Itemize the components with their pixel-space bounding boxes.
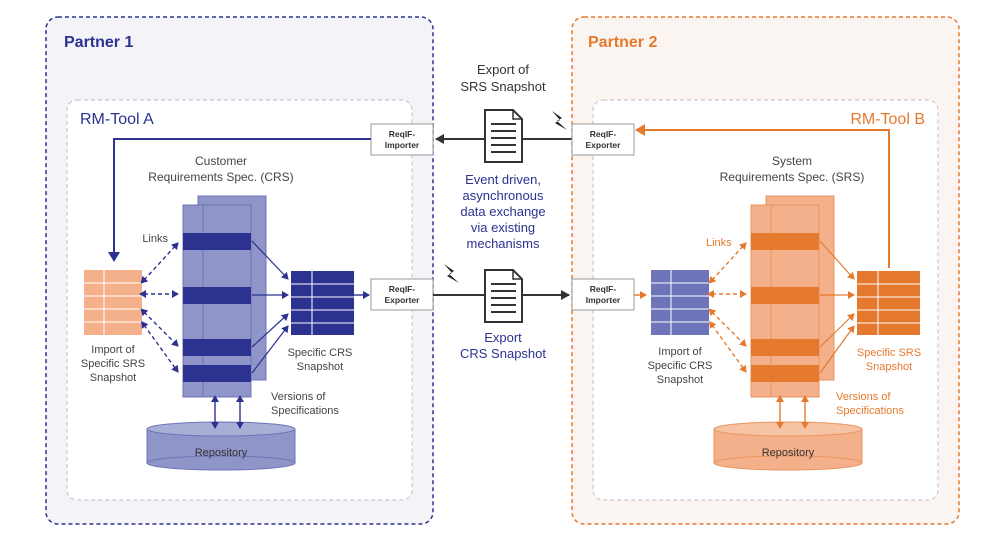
specific-crs-label-1: Specific CRS [288,347,353,359]
export-srs-label-2: SRS Snapshot [460,79,546,94]
reqif-importer-a [370,123,434,156]
crs-label-1: Customer [195,154,247,168]
importer-b-label-2: Importer [586,295,621,305]
importer-a-flow [108,138,371,262]
lightning-icon-bottom [444,264,459,283]
rm-tool-b-title: RM-Tool B [850,111,925,128]
versions-b-label-2: Specifications [836,405,904,417]
partner2-title: Partner 2 [588,34,657,51]
import-crs-label-2: Specific CRS [648,360,713,372]
import-crs-label-3: Snapshot [657,374,703,386]
crs-label-2: Requirements Spec. (CRS) [148,170,293,184]
srs-label-1: System [772,154,812,168]
links-label-a: Links [142,233,168,245]
importer-a-label-1: ReqIF- [389,129,416,139]
export-crs-label-1: Export [484,330,522,345]
event-label-1: Event driven, [465,172,541,187]
specific-crs-label-2: Snapshot [297,361,343,373]
exporter-a-label-1: ReqIF- [389,284,416,294]
repository-b [713,421,863,471]
event-label-3: data exchange [460,204,545,219]
svg-text:ReqIF-Importer: ReqIF-Importer [586,284,621,305]
versions-a-label-2: Specifications [271,405,339,417]
specific-crs-table [291,271,354,335]
versions-a-label-1: Versions of [271,391,326,403]
event-label-2: asynchronous [463,188,544,203]
exporter-b-label-2: Exporter [586,140,622,150]
repository-b-label: Repository [762,447,815,459]
repository-a [146,421,296,471]
import-srs-label-1: Import of [91,344,135,356]
import-srs-table [84,270,142,335]
exporter-b-label-1: ReqIF- [590,129,617,139]
reqif-exporter-a [370,278,434,311]
export-srs-label-1: Export of [477,62,529,77]
exporter-b-flow [635,124,890,268]
event-label-5: mechanisms [467,236,540,251]
import-srs-label-2: Specific SRS [81,358,145,370]
versions-b-label-1: Versions of [836,391,891,403]
import-srs-label-3: Snapshot [90,372,136,384]
export-crs-label-2: CRS Snapshot [460,346,546,361]
rm-tool-a-title: RM-Tool A [80,111,154,128]
import-crs-label-1: Import of [658,346,702,358]
srs-document-icon [484,109,523,163]
reqif-exporter-b [571,123,635,156]
repository-a-label: Repository [195,447,248,459]
crs-document-icon [484,269,523,323]
import-crs-table [651,270,709,335]
importer-a-label-2: Importer [385,140,420,150]
specific-srs-label-1: Specific SRS [857,347,921,359]
srs-label-2: Requirements Spec. (SRS) [720,170,865,184]
svg-text:ReqIF-Importer: ReqIF-Importer [385,129,420,150]
svg-text:ReqIF-Exporter: ReqIF-Exporter [385,284,421,305]
importer-b-label-1: ReqIF- [590,284,617,294]
specific-srs-table [857,271,920,335]
reqif-importer-b [571,278,635,311]
exporter-a-label-2: Exporter [385,295,421,305]
lightning-icon-top [552,111,567,130]
svg-text:ReqIF-Exporter: ReqIF-Exporter [586,129,622,150]
links-label-b: Links [706,237,732,249]
event-label-4: via existing [471,220,535,235]
partner1-title: Partner 1 [64,34,133,51]
specific-srs-label-2: Snapshot [866,361,912,373]
